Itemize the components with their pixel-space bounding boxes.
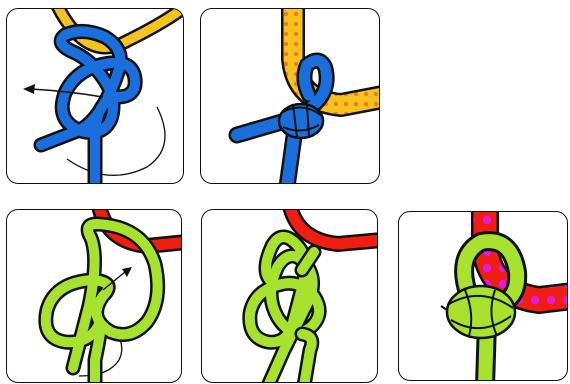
- finished-knot-illustration: [399, 212, 568, 381]
- diagram-panel-top-step-2: [200, 8, 380, 184]
- finished-knot: [237, 60, 327, 184]
- rope-loop-illustration: [7, 9, 184, 184]
- finished-knot-illustration: [201, 9, 380, 184]
- working-rope: [41, 31, 135, 184]
- diagram-panel-bottom-step-3: [398, 211, 568, 381]
- rope-loop-illustration: [202, 210, 378, 383]
- working-rope: [250, 237, 319, 383]
- rope-loop-illustration: [7, 210, 182, 383]
- diagram-panel-bottom-step-2: [201, 209, 378, 383]
- diagram-panel-top-step-1: [6, 8, 184, 184]
- diagram-panel-bottom-step-1: [6, 209, 182, 383]
- working-rope: [46, 224, 158, 383]
